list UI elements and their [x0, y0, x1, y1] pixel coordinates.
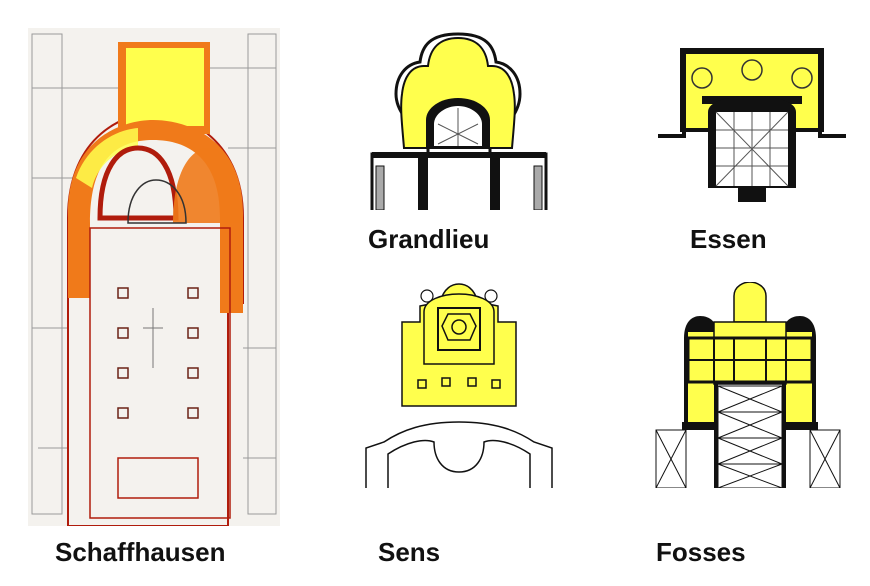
grandlieu-label: Grandlieu	[368, 224, 490, 254]
essen-label: Essen	[690, 224, 767, 254]
fosses-plan	[655, 282, 841, 488]
sens-plan	[365, 283, 553, 488]
sens-label: Sens	[378, 537, 441, 567]
grandlieu-plan	[370, 32, 548, 210]
fosses-label: Fosses	[656, 537, 746, 567]
schaffhausen-plan	[28, 28, 280, 526]
schaffhausen-label: Schaffhausen	[55, 537, 226, 567]
essen-plan	[658, 48, 846, 202]
